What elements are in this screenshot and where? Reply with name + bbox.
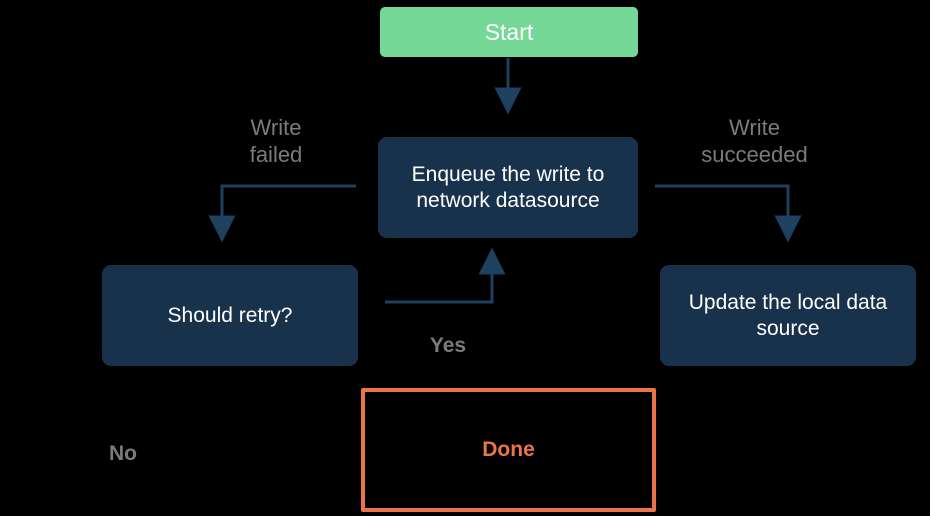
node-should-retry[interactable]: Should retry? (102, 265, 358, 366)
node-done[interactable]: Done (361, 388, 656, 512)
node-update-local-data-source[interactable]: Update the local data source (660, 265, 916, 366)
node-start[interactable]: Start (380, 7, 638, 57)
edge-label-yes: Yes (429, 334, 467, 357)
edge-label-write-failed: Write failed (249, 115, 303, 167)
edge-label-write-succeeded: Write succeeded (701, 115, 808, 167)
edge-label-no: No (109, 442, 137, 465)
edge-enqueue-to-update-local (655, 184, 802, 243)
node-enqueue-write[interactable]: Enqueue the write to network datasource (378, 137, 638, 238)
edge-should-retry-to-enqueue (385, 247, 506, 304)
edge-enqueue-to-should-retry (208, 184, 356, 243)
